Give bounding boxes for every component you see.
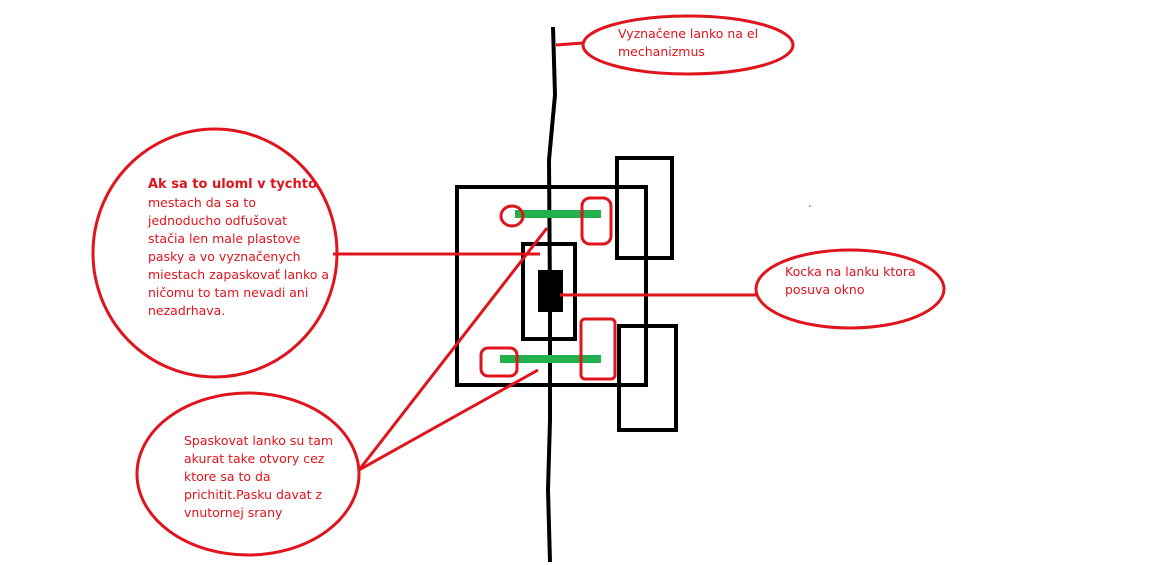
callout-line: miestach zapaskovať lanko a	[148, 267, 330, 282]
callout-line: mechanizmus	[618, 44, 705, 59]
upper-right-mark	[580, 196, 613, 246]
callout-top-right-text: Vyznačene lanko na el mechanizmus	[618, 25, 758, 61]
callout-line: nezadrhava.	[148, 303, 226, 318]
leader-bottom-upper	[357, 227, 549, 471]
leader-bottom-lower	[358, 368, 539, 472]
upper-side-bracket	[615, 156, 674, 260]
callout-left-text: Ak sa to uloml v tychto mestach da sa to…	[148, 176, 329, 320]
callout-bottom-left-text: Spaskovat lanko su tam akurat take otvor…	[184, 432, 333, 522]
callout-line: ničomu to tam nevadi ani	[148, 285, 309, 300]
lower-right-mark	[579, 317, 617, 381]
lower-side-bracket	[617, 324, 678, 432]
upper-tape-strip	[515, 210, 601, 218]
callout-line: Kocka na lanku ktora	[785, 264, 916, 279]
lower-left-mark	[479, 346, 519, 378]
lower-tape-strip	[500, 355, 601, 363]
callout-line: Ak sa to uloml v tychto	[148, 177, 317, 192]
callout-bubble-top-right	[581, 14, 795, 76]
stray-dot	[809, 205, 811, 207]
cable-cube	[538, 270, 563, 312]
callout-line: pasky a vo vyznačenych	[148, 249, 301, 264]
callout-line: posuva okno	[785, 282, 865, 297]
callout-line: stačia len male plastove	[148, 231, 301, 246]
inner-block	[521, 242, 577, 341]
callout-line: prichitit.Pasku davat z	[184, 487, 323, 502]
callout-line: ktore sa to da	[184, 469, 271, 484]
callout-line: Spaskovat lanko su tam	[184, 433, 334, 448]
callout-line: jednoducho odfušovat	[148, 213, 287, 228]
callout-right-text: Kocka na lanku ktora posuva okno	[785, 263, 916, 299]
callout-line: Vyznačene lanko na el	[618, 26, 759, 41]
leader-top-right	[555, 41, 584, 47]
callout-line: vnutornej srany	[184, 505, 283, 520]
callout-line: akurat take otvory cez	[184, 451, 325, 466]
callout-line: mestach da sa to	[148, 195, 256, 210]
main-housing	[455, 185, 648, 387]
callout-bubble-right	[754, 248, 946, 330]
upper-left-mark	[499, 204, 525, 228]
callout-bubble-bottom-left	[135, 391, 361, 557]
